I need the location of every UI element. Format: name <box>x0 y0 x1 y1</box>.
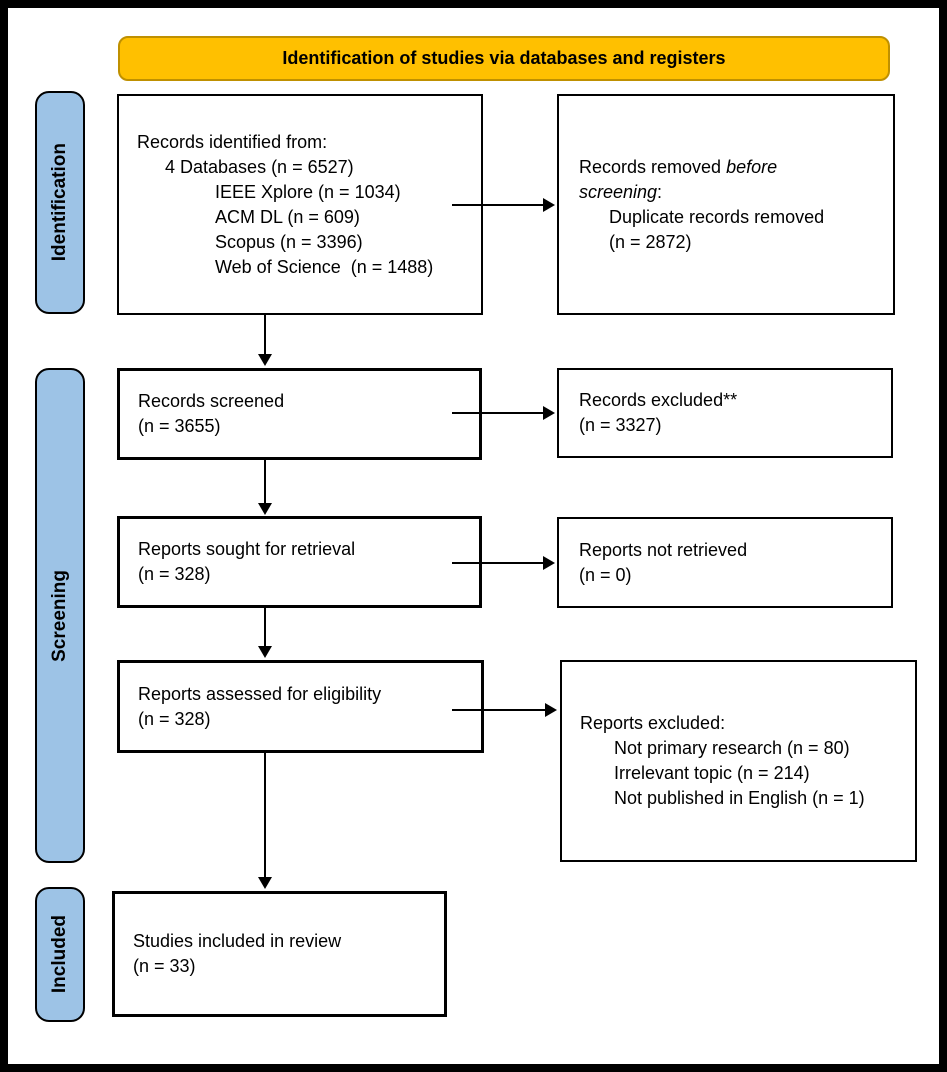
title-banner-label: Identification of studies via databases … <box>282 48 726 68</box>
records-removed-line2: screening: <box>579 180 885 205</box>
records-removed-line1-italic: before <box>726 156 778 177</box>
box-reports-assessed: Reports assessed for eligibility (n = 32… <box>117 660 484 753</box>
records-screened-count: (n = 3655) <box>138 416 221 436</box>
arrow-assessed-to-included-head <box>258 877 272 889</box>
arrow-identified-to-removed-line <box>452 204 544 206</box>
studies-included-title: Studies included in review <box>133 931 342 951</box>
records-removed-count: (n = 2872) <box>609 231 692 252</box>
stage-label-identification: Identification <box>35 91 85 314</box>
reports-assessed-count: (n = 328) <box>138 708 211 729</box>
arrow-screened-to-excluded-head <box>543 406 555 420</box>
box-records-excluded: Records excluded** (n = 3327) <box>557 368 893 458</box>
arrow-sought-to-assessed-head <box>258 646 272 658</box>
records-removed-line1: Records removed before <box>579 155 885 180</box>
reports-excluded-not-primary: Not primary research (n = 80) <box>614 738 850 758</box>
title-banner: Identification of studies via databases … <box>118 36 890 81</box>
reports-excluded-irrelevant: Irrelevant topic (n = 214) <box>614 763 810 783</box>
reports-assessed-title: Reports assessed for eligibility <box>138 683 382 704</box>
arrow-identified-to-screened-head <box>258 354 272 366</box>
box-records-removed: Records removed before screening: Duplic… <box>557 94 895 315</box>
records-identified-title: Records identified from: <box>137 131 328 152</box>
stage-label-included-text: Included <box>49 915 70 994</box>
arrow-identified-to-screened-line <box>264 315 266 355</box>
reports-sought-count: (n = 328) <box>138 564 211 584</box>
reports-excluded-not-english: Not published in English (n = 1) <box>614 788 865 808</box>
box-reports-not-retrieved: Reports not retrieved (n = 0) <box>557 517 893 608</box>
reports-sought-title: Reports sought for retrieval <box>138 539 356 559</box>
records-removed-line2-italic: screening <box>579 181 658 202</box>
arrow-sought-to-assessed-line <box>264 607 266 647</box>
arrow-screened-to-sought-head <box>258 503 272 515</box>
box-reports-excluded: Reports excluded: Not primary research (… <box>560 660 917 862</box>
arrow-screened-to-sought-line <box>264 460 266 504</box>
records-excluded-title: Records excluded** <box>579 390 738 410</box>
stage-label-included: Included <box>35 887 85 1022</box>
records-removed-line2-normal: : <box>657 181 663 202</box>
box-records-identified: Records identified from: 4 Databases (n … <box>117 94 483 315</box>
reports-not-retrieved-count: (n = 0) <box>579 564 632 585</box>
records-identified-acm: ACM DL (n = 609) <box>215 206 360 227</box>
arrow-assessed-to-excluded-head <box>545 703 557 717</box>
records-identified-wos: Web of Science (n = 1488) <box>215 256 434 277</box>
arrow-screened-to-excluded-line <box>452 412 544 414</box>
records-removed-duplicates: Duplicate records removed <box>609 206 825 227</box>
records-identified-scopus: Scopus (n = 3396) <box>215 231 363 252</box>
reports-excluded-title: Reports excluded: <box>580 713 726 733</box>
reports-not-retrieved-title: Reports not retrieved <box>579 539 748 560</box>
records-screened-title: Records screened <box>138 391 285 411</box>
records-identified-databases: 4 Databases (n = 6527) <box>165 156 354 177</box>
box-reports-sought: Reports sought for retrieval (n = 328) <box>117 516 482 608</box>
arrow-sought-to-not-retrieved-line <box>452 562 544 564</box>
records-identified-ieee: IEEE Xplore (n = 1034) <box>215 181 401 202</box>
records-removed-line1-normal: Records removed <box>579 156 727 177</box>
stage-label-identification-text: Identification <box>49 143 70 262</box>
arrow-assessed-to-included-line <box>264 753 266 878</box>
arrow-identified-to-removed-head <box>543 198 555 212</box>
box-records-screened: Records screened (n = 3655) <box>117 368 482 460</box>
arrow-assessed-to-excluded-line <box>452 709 546 711</box>
arrow-sought-to-not-retrieved-head <box>543 556 555 570</box>
stage-label-screening-text: Screening <box>49 569 70 662</box>
studies-included-count: (n = 33) <box>133 956 196 976</box>
records-excluded-count: (n = 3327) <box>579 415 662 435</box>
stage-label-screening: Screening <box>35 368 85 863</box>
box-studies-included: Studies included in review (n = 33) <box>112 891 447 1017</box>
